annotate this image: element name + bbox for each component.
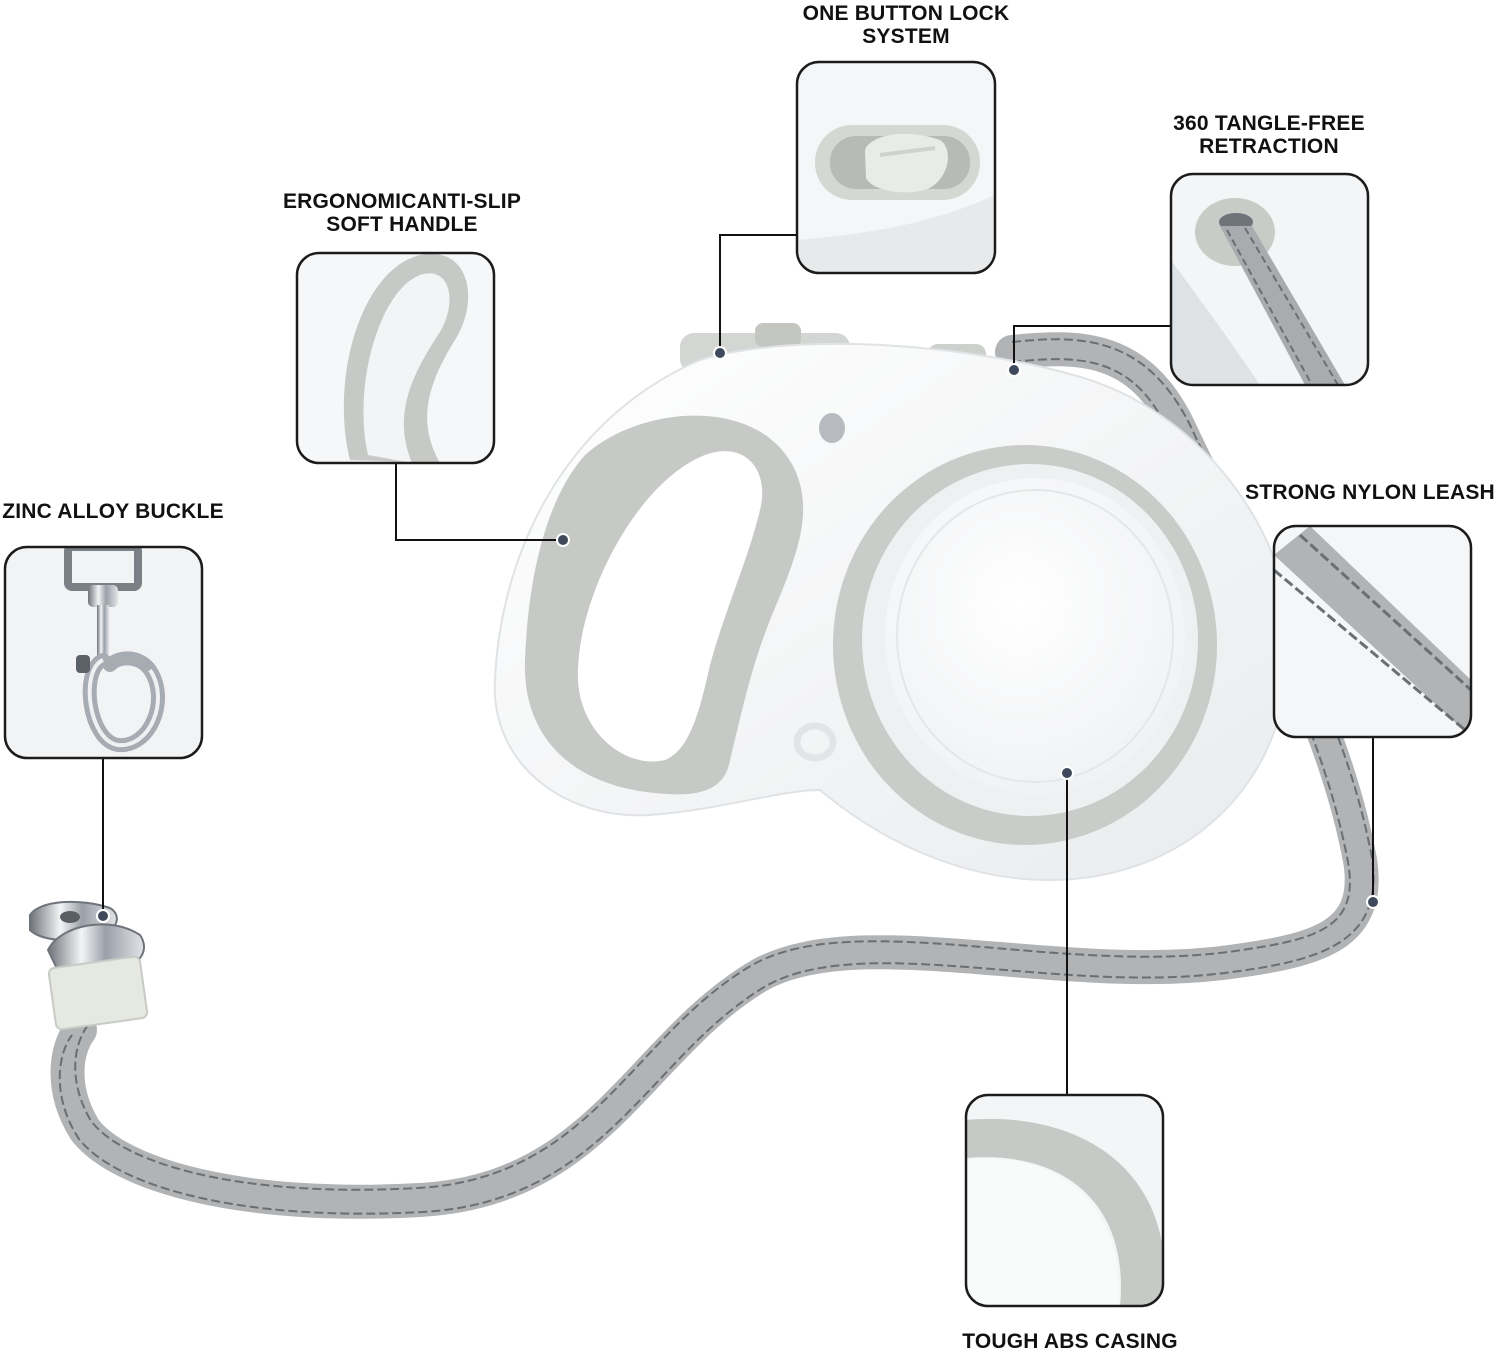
buckle-label: ZINC ALLOY BUCKLE: [0, 500, 226, 523]
leash-detail-panel: [1272, 524, 1473, 739]
lock-label: ONE BUTTON LOCK SYSTEM: [795, 2, 1017, 48]
leash-end-clip: [29, 900, 149, 1031]
casing-label-line-1: TOUGH ABS CASING: [962, 1330, 1178, 1353]
handle-label: ERGONOMICANTI-SLIP SOFT HANDLE: [262, 190, 542, 236]
handle-dot: [556, 533, 570, 547]
retraction-detail-panel: [1169, 172, 1370, 387]
casing-detail-panel: [964, 1093, 1165, 1308]
lock-label-line-2: SYSTEM: [862, 25, 950, 48]
leash-dot: [1366, 895, 1380, 909]
handle-detail-panel: [295, 251, 496, 465]
callout-dots: [96, 346, 1380, 923]
retraction-label: 360 TANGLE-FREE RETRACTION: [1158, 112, 1380, 158]
callout-lines: [102, 234, 1374, 1095]
casing-detail-icon: [966, 1119, 1163, 1306]
buckle-dot: [96, 909, 110, 923]
retraction-leader: [1013, 325, 1171, 370]
buckle-label-line-1: ZINC ALLOY BUCKLE: [2, 500, 224, 523]
buckle-detail-panel: [3, 545, 204, 760]
leash-label-line-1: STRONG NYLON LEASH: [1245, 481, 1495, 504]
lock-button-icon: [815, 125, 980, 200]
leash-label: STRONG NYLON LEASH: [1240, 481, 1500, 504]
lock-dot: [713, 346, 727, 360]
retraction-label-line-2: RETRACTION: [1199, 135, 1339, 158]
handle-leader: [395, 463, 563, 541]
casing-label: TOUGH ABS CASING: [940, 1330, 1200, 1353]
lock-label-line-1: ONE BUTTON LOCK: [802, 2, 1010, 25]
retraction-dot: [1007, 363, 1021, 377]
handle-opening: [577, 451, 763, 762]
lock-leader: [719, 234, 797, 352]
dial-face: [885, 478, 1185, 794]
lock-detail-panel: [795, 60, 997, 275]
leash-exit-icon: [1195, 198, 1345, 385]
snap-hook-icon: [64, 547, 165, 753]
handle-grip-icon: [343, 253, 469, 463]
leash-casing: [493, 323, 1292, 882]
handle-label-line-2: SOFT HANDLE: [326, 213, 478, 236]
casing-dot: [1060, 766, 1074, 780]
retraction-label-line-1: 360 TANGLE-FREE: [1173, 112, 1365, 135]
handle-label-line-1: ERGONOMICANTI-SLIP: [282, 190, 522, 213]
nylon-strap-icon: [1274, 526, 1471, 737]
